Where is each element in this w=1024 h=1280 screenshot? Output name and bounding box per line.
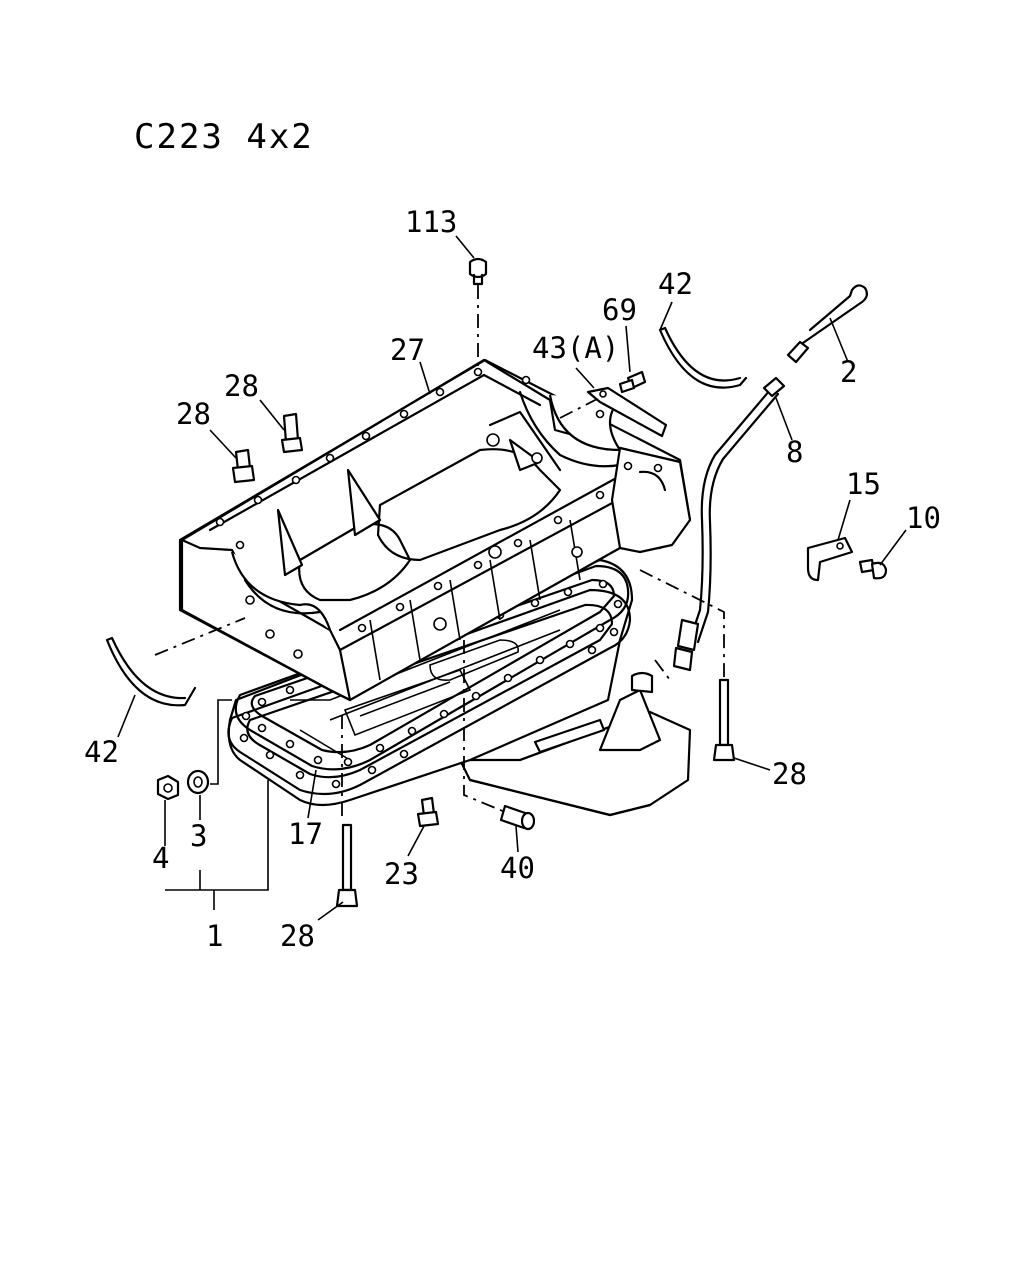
callout-28-a: 28: [224, 369, 259, 403]
oil-pan-lower: [227, 558, 692, 817]
callout-2: 2: [840, 355, 857, 389]
bolt-28-bottom: [335, 823, 359, 908]
bolt-28-right: [712, 678, 736, 762]
dipstick-guide-tube-8: [672, 376, 786, 672]
callout-23: 23: [384, 857, 419, 891]
callout-28-bottom: 28: [280, 919, 315, 953]
callout-1: 1: [206, 919, 223, 953]
callout-4: 4: [152, 841, 169, 875]
callout-10: 10: [906, 501, 941, 535]
seal-42-left: [105, 636, 197, 707]
callout-15: 15: [846, 467, 881, 501]
clip-15: [806, 536, 854, 582]
callout-labels: 113 42 69 43(A) 2 27 28 28 8 15 10 42 28…: [84, 205, 941, 953]
dipstick-2: [786, 284, 869, 364]
bracket-43a: [586, 386, 668, 438]
plug-113: [468, 257, 488, 286]
drain-plug-23: [416, 796, 440, 828]
pipe-40: [499, 804, 536, 831]
callout-69: 69: [602, 293, 637, 327]
bolt-69: [618, 370, 647, 394]
bolt-28-b: [231, 448, 256, 484]
callout-113: 113: [405, 205, 457, 239]
callout-43a: 43(A): [532, 331, 619, 365]
bolt-10: [858, 558, 888, 580]
callout-42-left: 42: [84, 735, 119, 769]
oil-pan-upper: [178, 358, 692, 702]
leader-lines: [117, 235, 907, 921]
bolt-28-a: [280, 412, 304, 454]
callout-27: 27: [390, 333, 425, 367]
callout-3: 3: [190, 819, 207, 853]
seal-42-top: [658, 326, 748, 389]
callout-28-b: 28: [176, 397, 211, 431]
callout-17: 17: [288, 817, 323, 851]
callout-28-right: 28: [772, 757, 807, 791]
block-flange-holes: [215, 367, 663, 633]
callout-42-top: 42: [658, 267, 693, 301]
callout-8: 8: [786, 435, 803, 469]
washer-3: [186, 769, 210, 795]
nut-4: [156, 774, 180, 801]
callout-40: 40: [500, 851, 535, 885]
diagram-title: C223 4x2: [134, 117, 314, 157]
